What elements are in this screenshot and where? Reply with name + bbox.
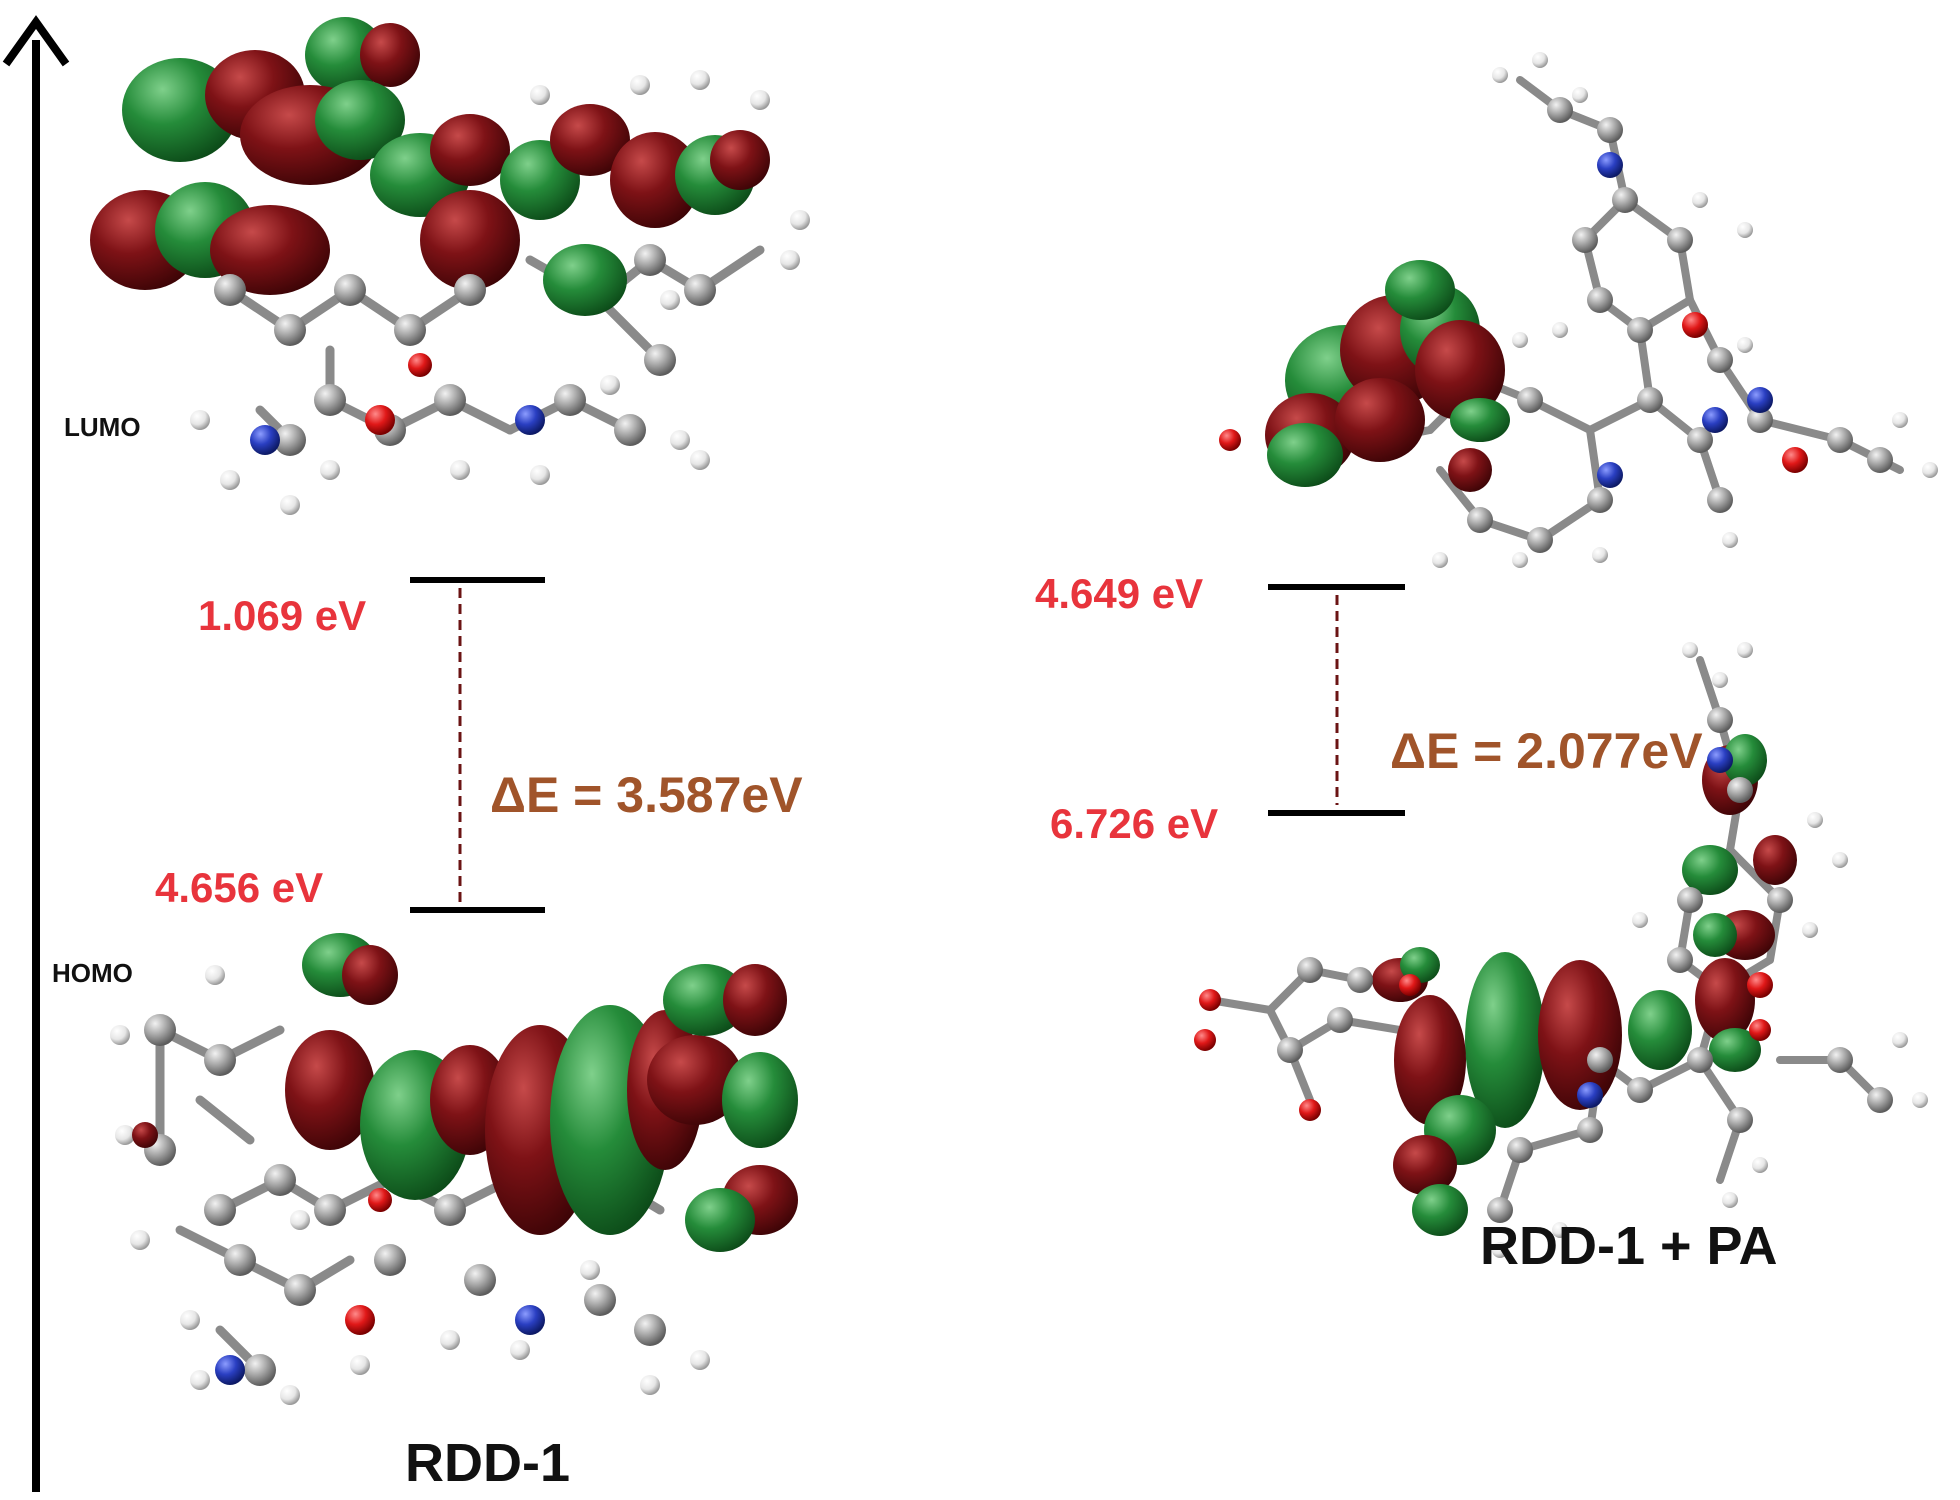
homo-label: HOMO <box>52 958 133 988</box>
energy-levels <box>410 577 1405 913</box>
energy-axis <box>2 15 70 1492</box>
rddpa-lumo-molecule <box>1219 52 1938 568</box>
rdd1-homo-energy: 4.656 eV <box>155 864 324 911</box>
lumo-label: LUMO <box>64 412 141 442</box>
rdd1-lumo-energy: 1.069 eV <box>198 592 367 639</box>
energy-axis-arrowhead <box>2 15 70 67</box>
rdd1-energy-gap: ΔE = 3.587eV <box>490 767 803 823</box>
rddpa-molecule-name: RDD-1 + PA <box>1480 1216 1778 1276</box>
rddpa-lumo-energy: 4.649 eV <box>1035 570 1204 617</box>
rdd1-molecule-name: RDD-1 <box>405 1433 571 1493</box>
rddpa-homo-molecule <box>1194 642 1928 1258</box>
rddpa-homo-energy: 6.726 eV <box>1050 800 1219 847</box>
rdd1-homo-molecule <box>110 933 798 1405</box>
rdd1-lumo-molecule <box>90 17 810 515</box>
rddpa-energy-gap: ΔE = 2.077eV <box>1390 723 1703 779</box>
